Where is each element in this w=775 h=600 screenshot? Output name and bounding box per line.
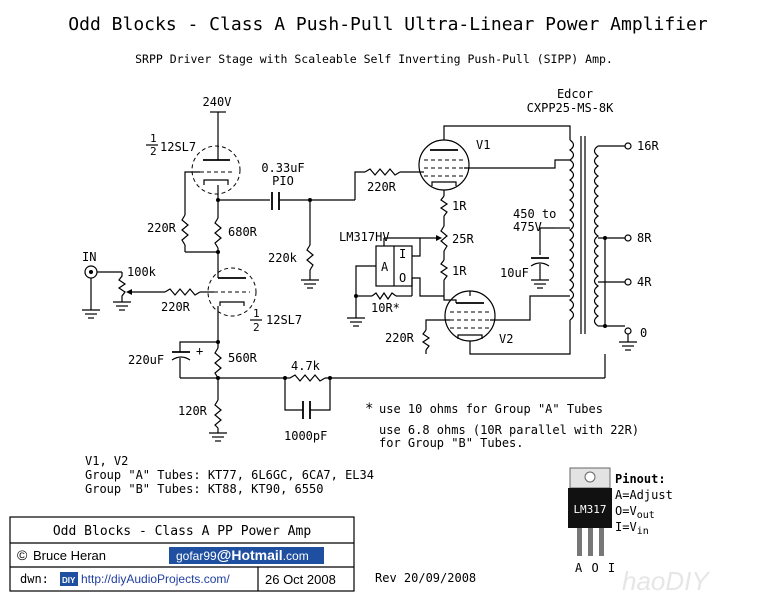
group-a-line: Group "A" Tubes: KT77, 6L6GC, 6CA7, EL34: [85, 468, 374, 482]
chip-leg-labels: A O I: [575, 561, 616, 575]
cap-220uf-plus: +: [196, 344, 203, 358]
notes-block: * use 10 ohms for Group "A" Tubes use 6.…: [85, 401, 639, 496]
pot-25r-label: 25R: [452, 232, 474, 246]
drawn-date: 26 Oct 2008: [265, 572, 336, 587]
page-subtitle: SRPP Driver Stage with Scaleable Self In…: [135, 52, 613, 66]
lower-triode-12sl7: [207, 262, 257, 317]
cap-10uf-label: 10uF: [500, 266, 529, 280]
r-220k-label: 220k: [268, 251, 298, 265]
pinout-a: A=Adjust: [615, 488, 673, 502]
pinout-o-sub: out: [637, 510, 655, 521]
upper-tube-type: 12SL7: [160, 140, 196, 154]
r-220-v2-label: 220R: [385, 331, 415, 345]
supply-label: 450 to: [513, 207, 556, 221]
b-plus-label: 240V: [203, 95, 232, 109]
reg-pin-a: A: [381, 260, 389, 274]
email-at: @: [217, 547, 232, 564]
lower-tube-half-den: 2: [253, 321, 260, 334]
reg-pin-o: O: [399, 271, 406, 285]
title-block-title: Odd Blocks - Class A PP Power Amp: [53, 524, 311, 539]
lm317-pinout: LM317 A O I Pinout: A=Adjust O=Vout I=Vi…: [568, 467, 673, 575]
r-1r-top-label: 1R: [452, 199, 467, 213]
regulator-label: LM317HV: [339, 230, 390, 244]
tubes-line: V1, V2: [85, 454, 128, 468]
note-line-2: use 6.8 ohms (10R parallel with 22R): [379, 423, 639, 437]
note-star: *: [365, 401, 373, 417]
tap-4r: 4R: [637, 275, 652, 289]
pot-100k-label: 100k: [127, 265, 157, 279]
r-560-label: 560R: [228, 351, 258, 365]
r-grid-in-label: 220R: [161, 300, 191, 314]
pinout-i-sub: in: [637, 526, 649, 537]
email-domain: Hotmail: [231, 547, 282, 563]
v2-label: V2: [499, 332, 513, 346]
email-tld: .com: [283, 549, 309, 563]
site-link[interactable]: http://diyAudioProjects.com/: [81, 572, 230, 586]
diy-badge: DIY: [62, 576, 76, 585]
upper-tube-half-num: 1: [150, 132, 157, 145]
author-name: Bruce Heran: [33, 548, 106, 563]
r-1r-bot-label: 1R: [452, 264, 467, 278]
r-220-top-label: 220R: [147, 221, 177, 235]
note-line-1: use 10 ohms for Group "A" Tubes: [379, 402, 603, 416]
r-4k7-label: 4.7k: [291, 359, 321, 373]
output-stage: V1 1R 25R 1R LM317HV A I O: [339, 87, 659, 378]
cap-1000pf-label: 1000pF: [284, 429, 327, 443]
title-block: Odd Blocks - Class A PP Power Amp © Bruc…: [9, 516, 476, 592]
pinout-o: O=Vout: [615, 504, 655, 521]
output-transformer: Edcor CXPP25-MS-8K 16R 8R 4R 0: [527, 87, 659, 351]
v1-label: V1: [476, 138, 490, 152]
r-10r-label: 10R*: [371, 301, 400, 315]
revision: Rev 20/09/2008: [375, 571, 476, 585]
tap-8r: 8R: [637, 231, 652, 245]
copyright-symbol: ©: [17, 547, 28, 563]
pinout-o-prefix: O=V: [615, 504, 637, 518]
watermark: haoDIY: [622, 566, 710, 596]
reg-pin-i: I: [399, 247, 406, 261]
upper-tube-half-den: 2: [150, 145, 157, 158]
page-title: Odd Blocks - Class A Push-Pull Ultra-Lin…: [68, 14, 708, 35]
lower-tube-half-num: 1: [253, 307, 260, 320]
email-link[interactable]: gofar99@Hotmail.com: [176, 547, 309, 564]
supply-label-2: 475V: [513, 220, 542, 234]
pinout-i-prefix: I=V: [615, 520, 637, 534]
chip-label: LM317: [573, 503, 606, 516]
upper-triode-12sl7: [191, 145, 241, 195]
coupling-cap-label: 0.33uF: [261, 161, 304, 175]
note-line-3: for Group "B" Tubes.: [379, 436, 524, 450]
pinout-i: I=Vin: [615, 520, 649, 537]
r-120-label: 120R: [178, 404, 208, 418]
input-label: IN: [82, 250, 96, 264]
r-grid-v1-label: 220R: [367, 180, 397, 194]
cap-220uf-label: 220uF: [128, 353, 164, 367]
r-680-label: 680R: [228, 225, 258, 239]
lower-tube-type: 12SL7: [266, 313, 302, 327]
xfmr-model: CXPP25-MS-8K: [527, 101, 614, 115]
email-user: gofar99: [176, 549, 217, 563]
tap-0: 0: [640, 326, 647, 340]
srpp-driver-stage: 240V 1 2 12SL7 220R 680R: [82, 95, 605, 443]
coupling-cap-type: PIO: [272, 174, 294, 188]
v1-pentode: [418, 139, 470, 191]
pinout-title: Pinout:: [615, 472, 666, 486]
v2-pentode: [444, 290, 496, 342]
drawn-label: dwn:: [20, 572, 49, 586]
tap-16r: 16R: [637, 139, 659, 153]
xfmr-brand: Edcor: [557, 87, 593, 101]
group-b-line: Group "B" Tubes: KT88, KT90, 6550: [85, 482, 323, 496]
